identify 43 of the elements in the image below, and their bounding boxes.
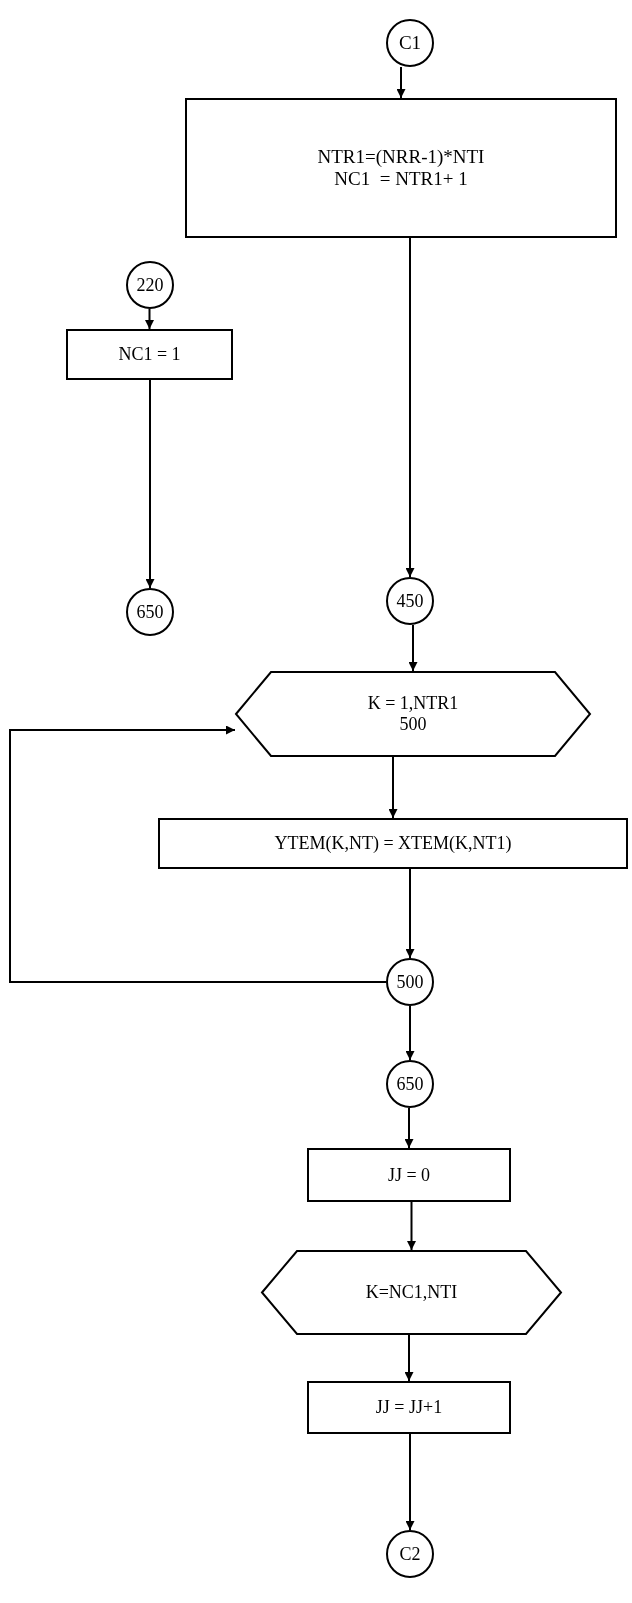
arrow	[404, 1107, 414, 1149]
arrow	[145, 379, 155, 589]
node-text: JJ = 0	[387, 1164, 431, 1186]
arrow	[405, 1433, 415, 1531]
connector-circle	[386, 958, 434, 1006]
process-box	[307, 1381, 511, 1434]
connector-circle	[386, 19, 434, 67]
connector-circle	[386, 1060, 434, 1108]
node-text: C2	[399, 1543, 421, 1565]
loop-hexagon	[235, 671, 591, 757]
arrow	[396, 66, 406, 99]
node-text: NC1 = 1	[118, 344, 181, 365]
process-box	[307, 1148, 511, 1202]
node-text: 650	[136, 601, 164, 623]
arrow	[404, 1334, 414, 1382]
process-box	[66, 329, 233, 380]
process-box	[185, 98, 617, 238]
connector-circle	[386, 1530, 434, 1578]
connector-circle	[126, 261, 174, 309]
arrow	[388, 756, 398, 819]
node-text: 650	[396, 1073, 424, 1095]
node-text: 450	[396, 590, 424, 612]
arrow	[405, 868, 415, 959]
connector-circle	[126, 588, 174, 636]
process-box	[158, 818, 628, 869]
node-text: 500	[399, 714, 427, 735]
node-text: NTR1=(NRR-1)*NTI	[317, 146, 485, 168]
arrow	[405, 1005, 415, 1061]
connector-circle	[386, 577, 434, 625]
node-text: JJ = JJ+1	[375, 1397, 443, 1418]
arrow	[145, 308, 154, 330]
node-text: K=NC1,NTI	[365, 1282, 458, 1303]
node-text: C1	[398, 32, 422, 54]
arrow	[9, 725, 387, 983]
arrow	[407, 1201, 416, 1251]
node-text: K = 1,NTR1	[367, 693, 459, 714]
loop-hexagon	[261, 1250, 562, 1335]
node-text: YTEM(K,NT) = XTEM(K,NT1)	[274, 833, 512, 854]
node-text: 500	[396, 971, 424, 993]
node-text: 220	[136, 274, 164, 296]
arrow	[405, 237, 415, 578]
node-text: NC1 = NTR1+ 1	[334, 168, 468, 190]
arrow	[408, 624, 418, 672]
